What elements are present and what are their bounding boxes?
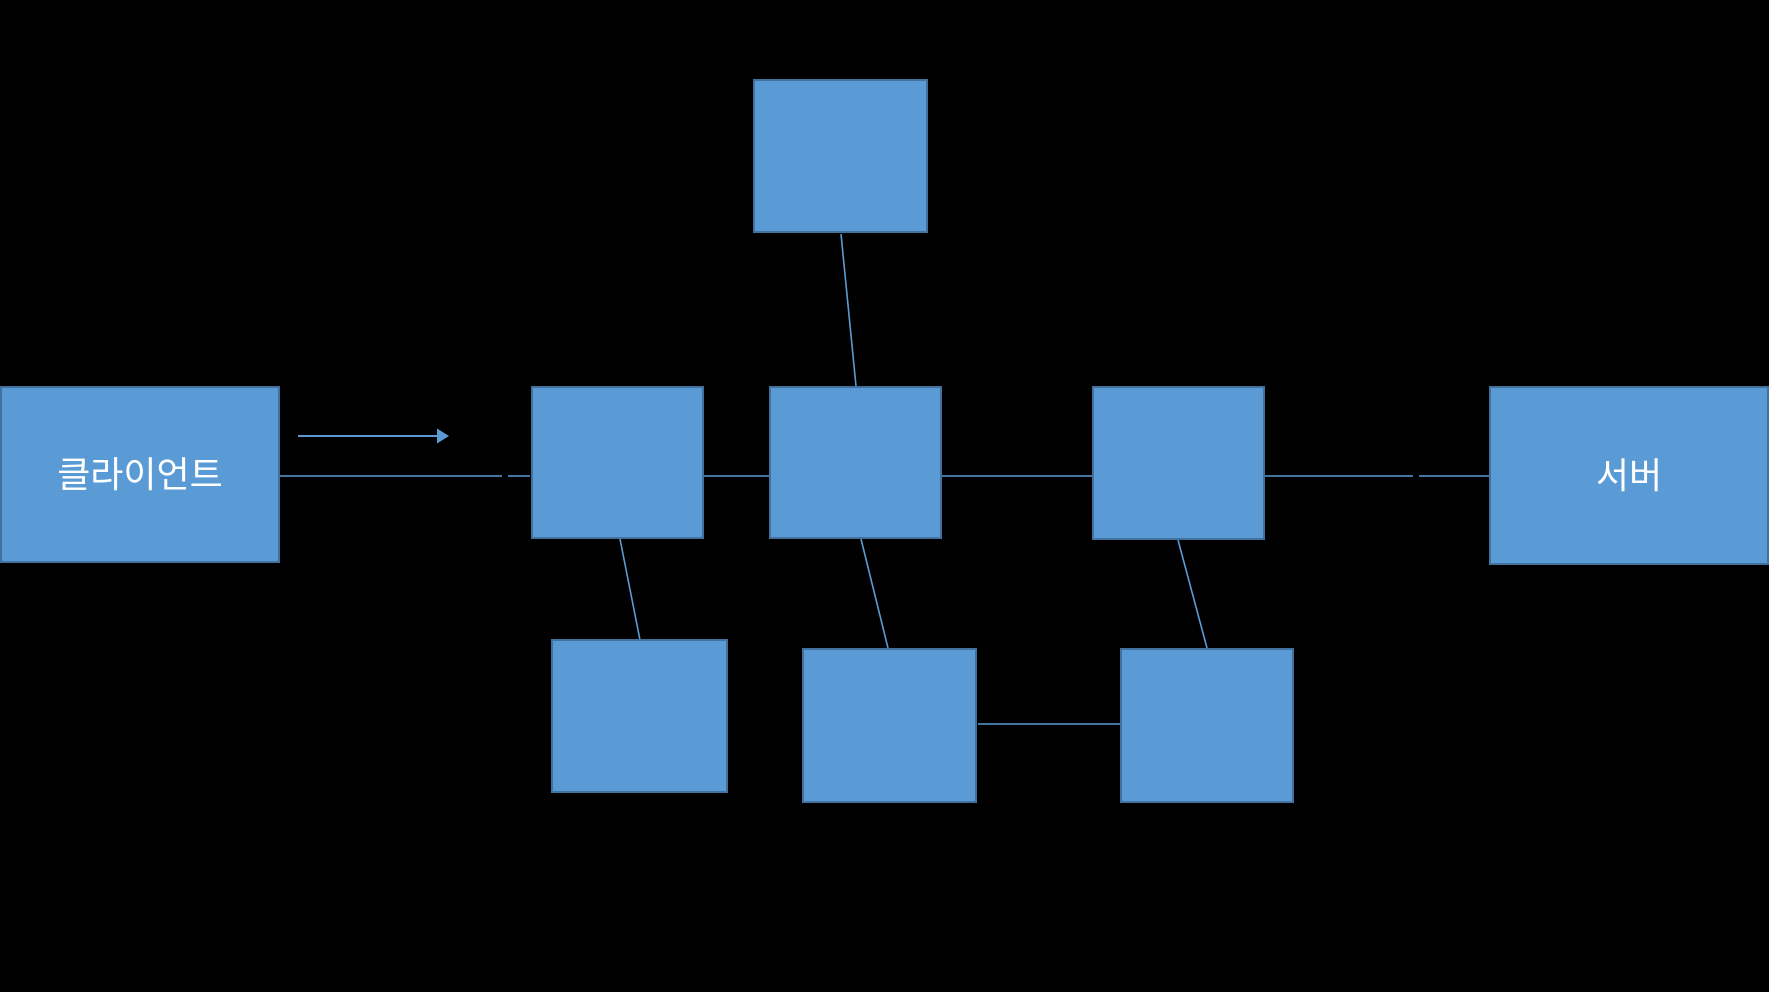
node-client-label: 클라이언트 [57, 453, 223, 495]
flow-arrow-head-icon [437, 428, 449, 444]
edge-relay3-relay6 [1177, 539, 1208, 649]
node-relay-1[interactable] [531, 386, 704, 539]
node-server-label: 서버 [1595, 454, 1663, 496]
node-server[interactable]: 서버 [1489, 386, 1769, 565]
edge-relay1-relay4 [619, 538, 641, 641]
node-relay-5[interactable] [802, 648, 977, 803]
node-relay-4[interactable] [551, 639, 728, 793]
node-relay-6[interactable] [1120, 648, 1294, 803]
node-client[interactable]: 클라이언트 [0, 386, 280, 563]
edge-relaytop-relay2 [840, 233, 857, 387]
node-relay-top[interactable] [753, 79, 928, 233]
node-relay-3[interactable] [1092, 386, 1265, 540]
edge-relay2-relay5 [860, 538, 889, 649]
node-relay-2[interactable] [769, 386, 942, 539]
